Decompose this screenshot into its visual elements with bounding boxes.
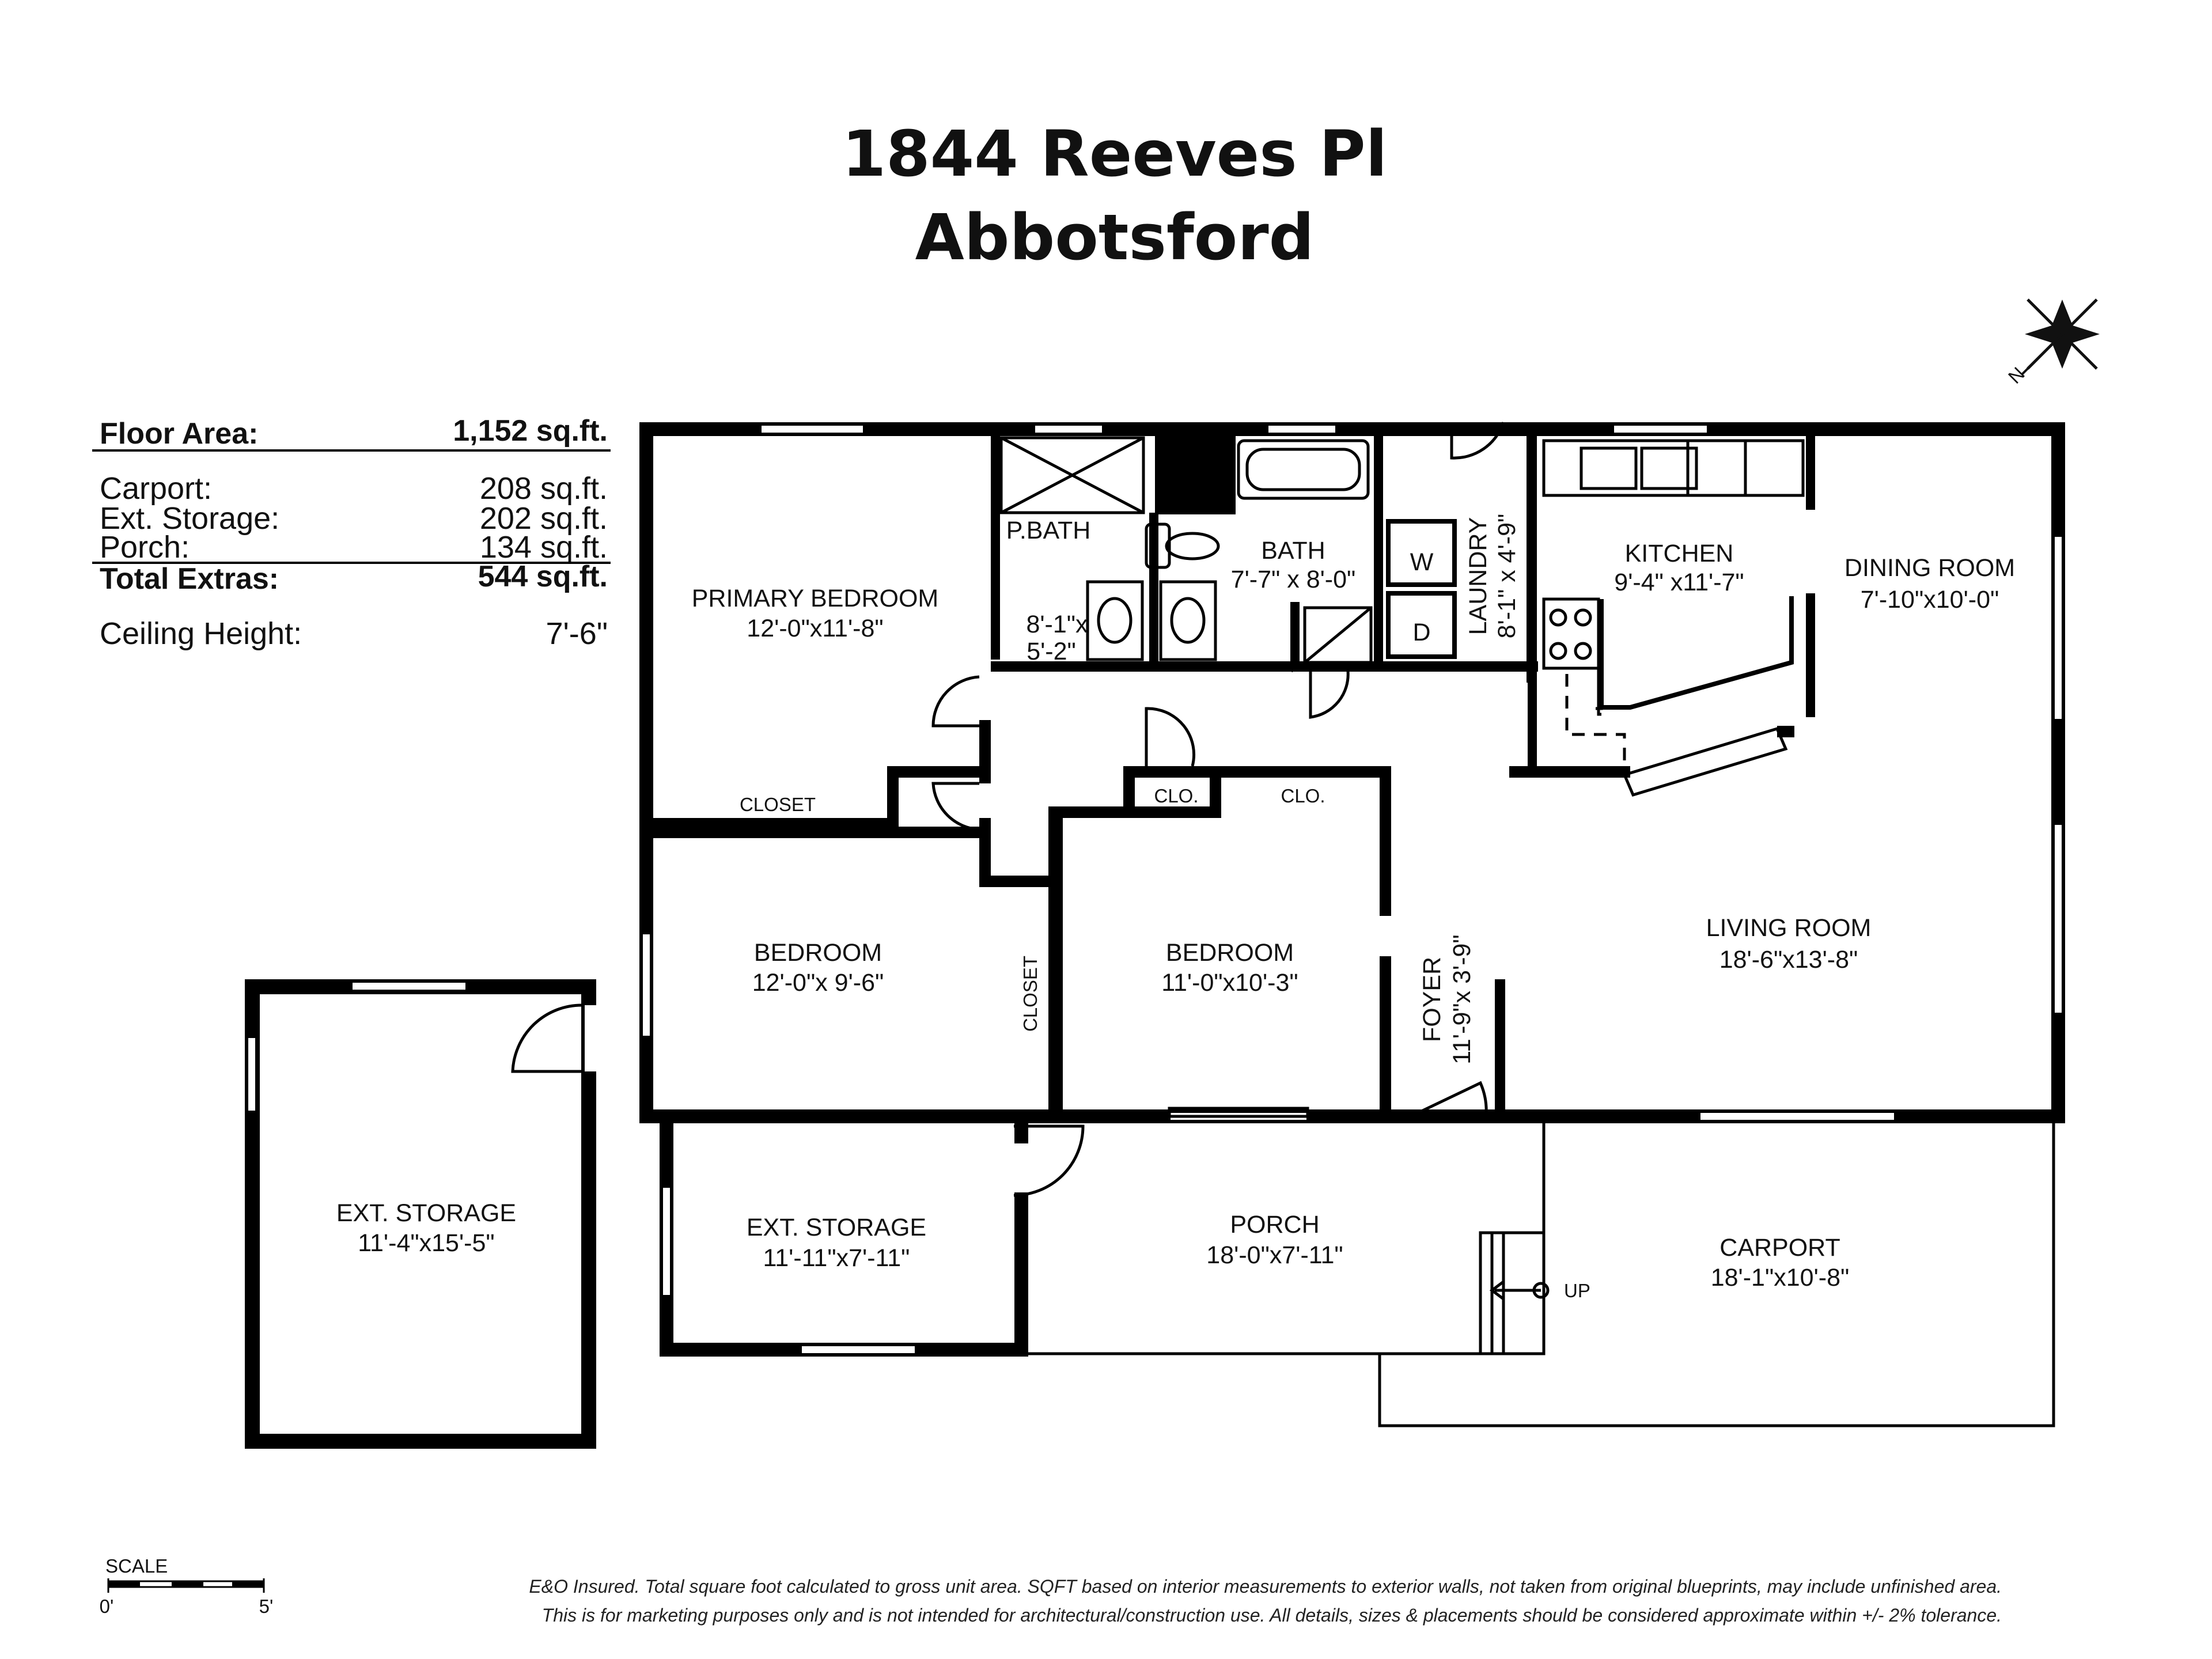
toilet-icon bbox=[1145, 522, 1220, 569]
living-room-dims: 18'-6"x13'-8" bbox=[1719, 946, 1858, 974]
detached-storage-walls bbox=[245, 979, 596, 1449]
clo-2-label: CLO. bbox=[1281, 785, 1325, 806]
porch-label: Porch: bbox=[100, 530, 190, 565]
north-letter: N bbox=[2004, 363, 2029, 388]
bedroom-1-name: BEDROOM bbox=[754, 939, 882, 967]
fixtures bbox=[999, 436, 1805, 797]
closet-vertical-label: CLOSET bbox=[1020, 956, 1041, 1032]
ext-storage-detached-dims: 11'-4"x15'-5" bbox=[358, 1229, 494, 1257]
scale-start: 0' bbox=[100, 1596, 114, 1617]
floor-area-value: 1,152 sq.ft. bbox=[453, 414, 608, 448]
interior-walls bbox=[645, 429, 1815, 1118]
area-stats: Floor Area: 1,152 sq.ft. Carport: 208 sq… bbox=[92, 414, 611, 651]
bath-dims: 7'-7" x 8'-0" bbox=[1231, 566, 1356, 593]
carport-dims: 18'-1"x10'-8" bbox=[1711, 1264, 1850, 1291]
ext-storage-value: 202 sq.ft. bbox=[480, 501, 608, 536]
porch-name: PORCH bbox=[1230, 1211, 1319, 1238]
room-labels: PRIMARY BEDROOM 12'-0"x11'-8" CLOSET P.B… bbox=[336, 514, 2015, 1301]
north-arrow-icon: N bbox=[2004, 298, 2100, 388]
ext-storage-attached-dims: 11'-11"x7'-11" bbox=[763, 1244, 910, 1272]
laundry-dims: 8'-1" x 4'-9" bbox=[1493, 514, 1521, 639]
kitchen-name: KITCHEN bbox=[1625, 540, 1734, 567]
carport-name: CARPORT bbox=[1719, 1234, 1840, 1262]
city-title: Abbotsford bbox=[915, 200, 1315, 274]
total-extras-label: Total Extras: bbox=[100, 562, 279, 596]
disclaimer-line-2: This is for marketing purposes only and … bbox=[542, 1605, 2002, 1626]
pbath-dims-b: 5'-2" bbox=[1027, 638, 1076, 665]
ext-storage-label: Ext. Storage: bbox=[100, 501, 279, 536]
closet-primary-label: CLOSET bbox=[740, 794, 816, 815]
bedroom-2-name: BEDROOM bbox=[1166, 939, 1294, 967]
windows bbox=[641, 423, 2064, 1122]
disclaimer-line-1: E&O Insured. Total square foot calculate… bbox=[529, 1576, 2002, 1597]
dining-room-dims: 7'-10"x10'-0" bbox=[1861, 586, 1999, 613]
porch-value: 134 sq.ft. bbox=[480, 530, 608, 565]
pbath-name: P.BATH bbox=[1006, 517, 1091, 544]
bedroom-1-dims: 12'-0"x 9'-6" bbox=[752, 969, 884, 997]
ceiling-height-label: Ceiling Height: bbox=[100, 616, 302, 651]
laundry-name: LAUNDRY bbox=[1464, 517, 1492, 635]
primary-bedroom-dims: 12'-0"x11'-8" bbox=[747, 615, 883, 642]
stairs-up-label: UP bbox=[1564, 1280, 1590, 1301]
foyer-name: FOYER bbox=[1418, 957, 1446, 1042]
bedroom-2-dims: 11'-0"x10'-3" bbox=[1161, 969, 1298, 997]
porch-dims: 18'-0"x7'-11" bbox=[1206, 1241, 1343, 1269]
scale-label: SCALE bbox=[105, 1555, 168, 1577]
foyer-dims: 11'-9"x 3'-9" bbox=[1448, 934, 1476, 1064]
kitchen-dims: 9'-4" x11'-7" bbox=[1614, 569, 1744, 596]
ext-storage-attached-name: EXT. STORAGE bbox=[747, 1214, 926, 1241]
primary-bedroom-name: PRIMARY BEDROOM bbox=[692, 585, 939, 612]
scale-bar: SCALE 0' 5' bbox=[100, 1555, 274, 1617]
washer-label: W bbox=[1410, 548, 1434, 576]
carport-value: 208 sq.ft. bbox=[480, 471, 608, 506]
scale-end: 5' bbox=[259, 1596, 274, 1617]
ceiling-height-value: 7'-6" bbox=[546, 616, 608, 651]
ext-storage-detached-name: EXT. STORAGE bbox=[336, 1199, 516, 1227]
clo-1-label: CLO. bbox=[1154, 785, 1198, 806]
bath-name: BATH bbox=[1261, 537, 1325, 565]
attached-storage-walls bbox=[660, 1120, 2055, 1427]
total-extras-value: 544 sq.ft. bbox=[478, 560, 608, 593]
carport-label: Carport: bbox=[100, 471, 212, 506]
address-title: 1844 Reeves Pl bbox=[842, 117, 1388, 191]
dryer-label: D bbox=[1412, 619, 1430, 646]
living-room-name: LIVING ROOM bbox=[1706, 914, 1872, 942]
doors bbox=[931, 422, 1505, 1197]
floor-area-label: Floor Area: bbox=[100, 417, 258, 450]
pbath-dims-a: 8'-1"x bbox=[1026, 611, 1088, 638]
dining-room-name: DINING ROOM bbox=[1844, 554, 2015, 582]
